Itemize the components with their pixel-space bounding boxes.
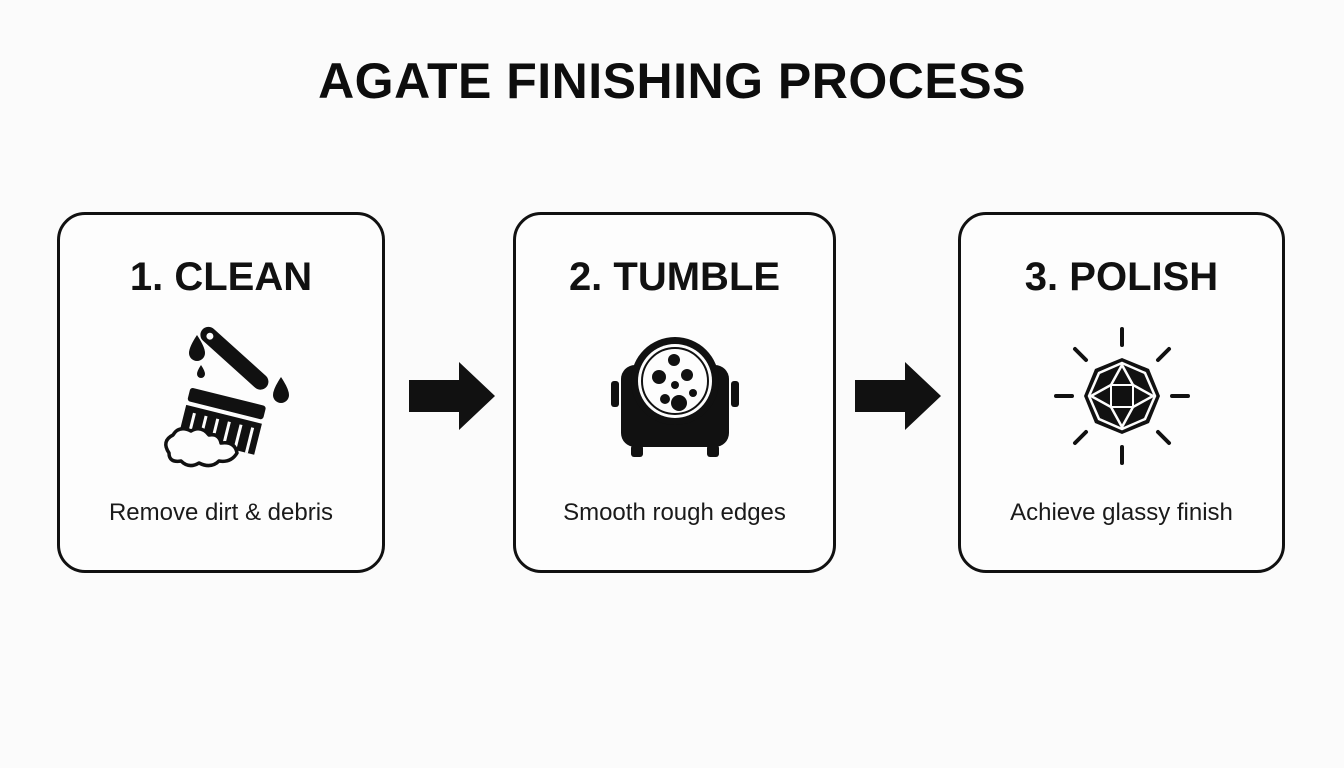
step-card-polish: 3. POLISH: [958, 212, 1285, 573]
step-card-clean: 1. CLEAN: [57, 212, 385, 573]
rock-tumbler-icon: [595, 325, 755, 475]
arrow-right-icon: [855, 362, 941, 430]
step-description: Remove dirt & debris: [108, 499, 334, 526]
sparkling-gem-icon: [1042, 325, 1202, 475]
step-title: 3. POLISH: [1024, 255, 1219, 299]
step-description: Smooth rough edges: [563, 499, 786, 526]
step-card-tumble: 2. TUMBLE: [513, 212, 836, 573]
diagram-title: AGATE FINISHING PROCESS: [318, 53, 1026, 109]
step-title: 1. CLEAN: [129, 255, 313, 299]
step-description: Achieve glassy finish: [1010, 499, 1233, 526]
arrow-right-icon: [409, 362, 495, 430]
brush-icon: [141, 325, 301, 475]
step-title: 2. TUMBLE: [568, 255, 781, 299]
